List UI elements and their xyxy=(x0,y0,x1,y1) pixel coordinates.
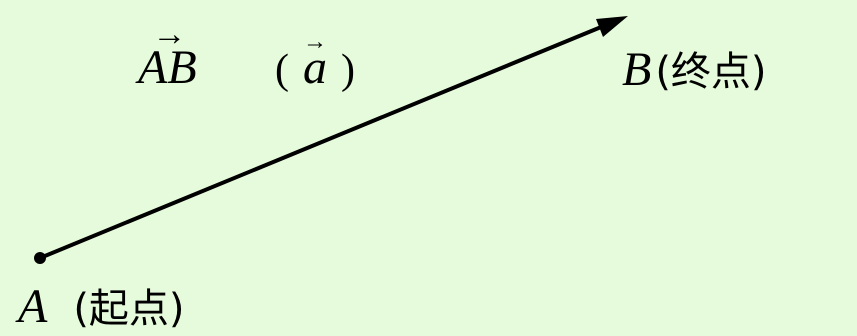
vector-ab-label: → AB xyxy=(138,18,197,94)
vector-a-close-paren: ) xyxy=(341,47,355,93)
vector-ab-arrow-icon: → xyxy=(152,16,187,53)
vector-ab-text: AB xyxy=(138,41,197,94)
start-point-dot xyxy=(34,252,46,264)
start-point-letter: A xyxy=(18,280,48,333)
vector-a-text: a xyxy=(303,41,327,94)
vector-a-open-paren: ( xyxy=(275,47,289,93)
end-point-label: B (终点) xyxy=(622,46,767,94)
start-point-note: (起点) xyxy=(73,286,185,332)
vector-a-label: ( →a) xyxy=(275,30,355,94)
vector-line xyxy=(38,23,608,260)
start-point-label: A (起点) xyxy=(18,283,185,331)
end-point-note: (终点) xyxy=(655,49,767,95)
vector-arrowhead xyxy=(596,16,628,37)
end-point-letter: B xyxy=(622,43,652,96)
vector-a-symbol: →a xyxy=(303,30,327,94)
vector-a-arrow-icon: → xyxy=(303,29,327,55)
vector-ab-symbol: → AB xyxy=(138,18,197,94)
